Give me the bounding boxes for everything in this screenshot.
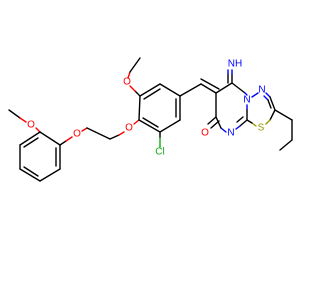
atom-methoxy-oxygen: O [27,120,35,131]
atom-ether-oxygen-2: O [125,123,133,134]
atom-ring-nitrogen-bridgehead: N [243,95,250,106]
atom-chlorine: Cl [155,147,164,158]
atom-ethoxy-oxygen: O [123,77,131,88]
atom-carbonyl-oxygen: O [201,128,209,139]
atom-ether-oxygen-1: O [73,129,81,140]
bonds [8,57,293,182]
atom-ring-nitrogen-thiadiazole: N [258,85,265,96]
atom-ring-nitrogen-pyrimidine: N [227,128,234,139]
atom-sulfur: S [258,123,265,134]
atom-imine-nitrogen: NH [228,59,242,70]
atom-labels: O O O O Cl NH N N N S O [27,59,266,158]
chemical-structure: O O O O Cl NH N N N S O [8,57,293,182]
